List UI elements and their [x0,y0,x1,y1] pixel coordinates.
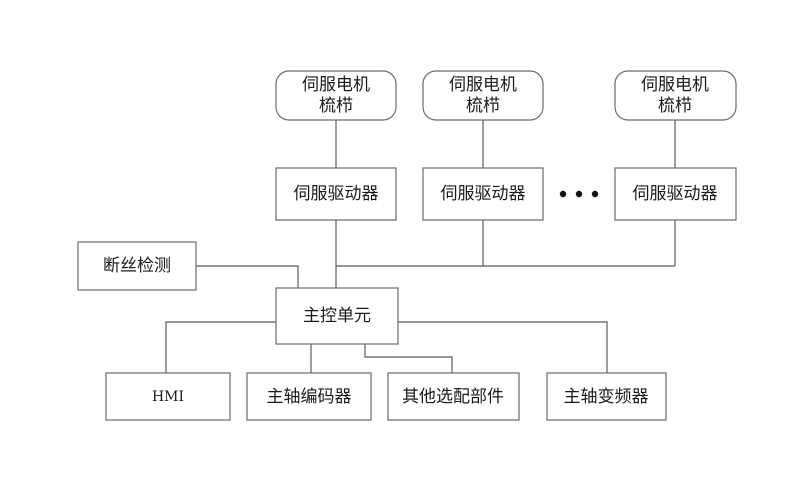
connector-hmi [165,321,276,373]
servo-motor-3: 伺服电机 梳栉 [614,70,737,121]
ellipsis-dot-2 [575,190,583,198]
hmi-label: HMI [152,389,184,405]
servo-motor-2: 伺服电机 梳栉 [422,70,544,121]
connector-inverter [398,321,608,373]
servo-motor-2-line1: 伺服电机 [449,75,517,95]
servo-motor-1: 伺服电机 梳栉 [275,70,397,121]
connector-break-detection [196,265,299,288]
servo-motor-2-line2: 梳栉 [466,96,500,116]
servo-motor-3-line2: 梳栉 [658,96,692,116]
spindle-inverter-label: 主轴变频器 [564,387,649,407]
servo-driver-1-label: 伺服驱动器 [294,184,379,204]
spindle-encoder-label: 主轴编码器 [267,387,352,407]
servo-motor-1-line1: 伺服电机 [302,75,370,95]
spindle-encoder: 主轴编码器 [246,372,372,421]
servo-driver-2: 伺服驱动器 [422,167,544,221]
other-options: 其他选配部件 [387,372,520,421]
servo-driver-3-label: 伺服驱动器 [633,184,718,204]
break-detection-label: 断丝检测 [103,256,171,276]
break-detection: 断丝检测 [77,241,197,291]
connectors [165,120,676,373]
servo-motor-1-line2: 梳栉 [319,96,353,116]
servo-motor-3-line1: 伺服电机 [641,75,709,95]
main-control-unit-label: 主控单元 [303,306,371,326]
hmi: HMI [105,372,231,421]
ellipsis-dot-1 [559,190,567,198]
main-control-unit: 主控单元 [275,287,399,345]
servo-driver-3: 伺服驱动器 [614,167,737,221]
servo-driver-1: 伺服驱动器 [275,167,397,221]
ellipsis [559,190,599,198]
other-options-label: 其他选配部件 [402,387,504,407]
servo-driver-2-label: 伺服驱动器 [441,184,526,204]
ellipsis-dot-3 [591,190,599,198]
connector-options [364,344,453,373]
spindle-inverter: 主轴变频器 [546,372,667,421]
